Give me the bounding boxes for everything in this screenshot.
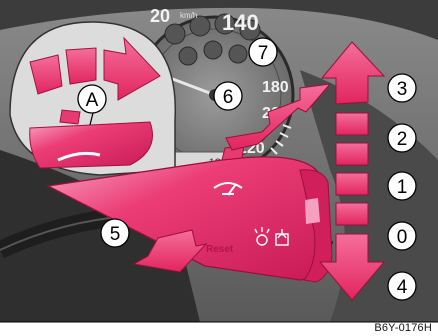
callout-1-label: 1 (397, 177, 408, 198)
callout-1: 1 (388, 172, 416, 200)
callout-a: A (78, 85, 106, 113)
warning-light-6 (204, 41, 222, 59)
warning-light-1 (165, 24, 185, 44)
speed-unit: km/h (180, 11, 197, 20)
callout-4: 4 (388, 272, 416, 300)
callout-5-label: 5 (110, 224, 121, 245)
position-step-2 (336, 113, 368, 135)
position-step-0 (336, 203, 368, 225)
callout-7-label: 7 (258, 43, 269, 64)
callout-3-label: 3 (397, 79, 408, 100)
inset-arrow-seg-2 (66, 48, 96, 84)
inset-lever-button (60, 110, 80, 124)
speed-label-140: 140 (222, 10, 259, 35)
lever-rocker (305, 198, 320, 224)
callout-6-label: 6 (223, 87, 234, 108)
callout-2-label: 2 (397, 129, 408, 150)
callout-a-label: A (86, 90, 99, 111)
speed-label-180: 180 (262, 79, 289, 96)
inset-lever-tip (30, 122, 153, 168)
callout-7: 7 (249, 38, 277, 66)
callout-3: 3 (388, 74, 416, 102)
lever-reset-label: Reset (206, 244, 234, 255)
callout-2: 2 (388, 124, 416, 152)
position-step-0a (336, 173, 368, 195)
callout-6: 6 (214, 82, 242, 110)
callout-4-label: 4 (397, 277, 408, 298)
position-step-1 (336, 143, 368, 165)
callout-0: 0 (388, 222, 416, 250)
warning-light-5 (179, 47, 197, 65)
callout-5: 5 (101, 219, 129, 247)
speed-label-20: 20 (150, 6, 170, 26)
figure-id: B6Y-0176H (374, 322, 432, 334)
callout-0-label: 0 (397, 227, 408, 248)
warning-light-7 (229, 45, 247, 63)
